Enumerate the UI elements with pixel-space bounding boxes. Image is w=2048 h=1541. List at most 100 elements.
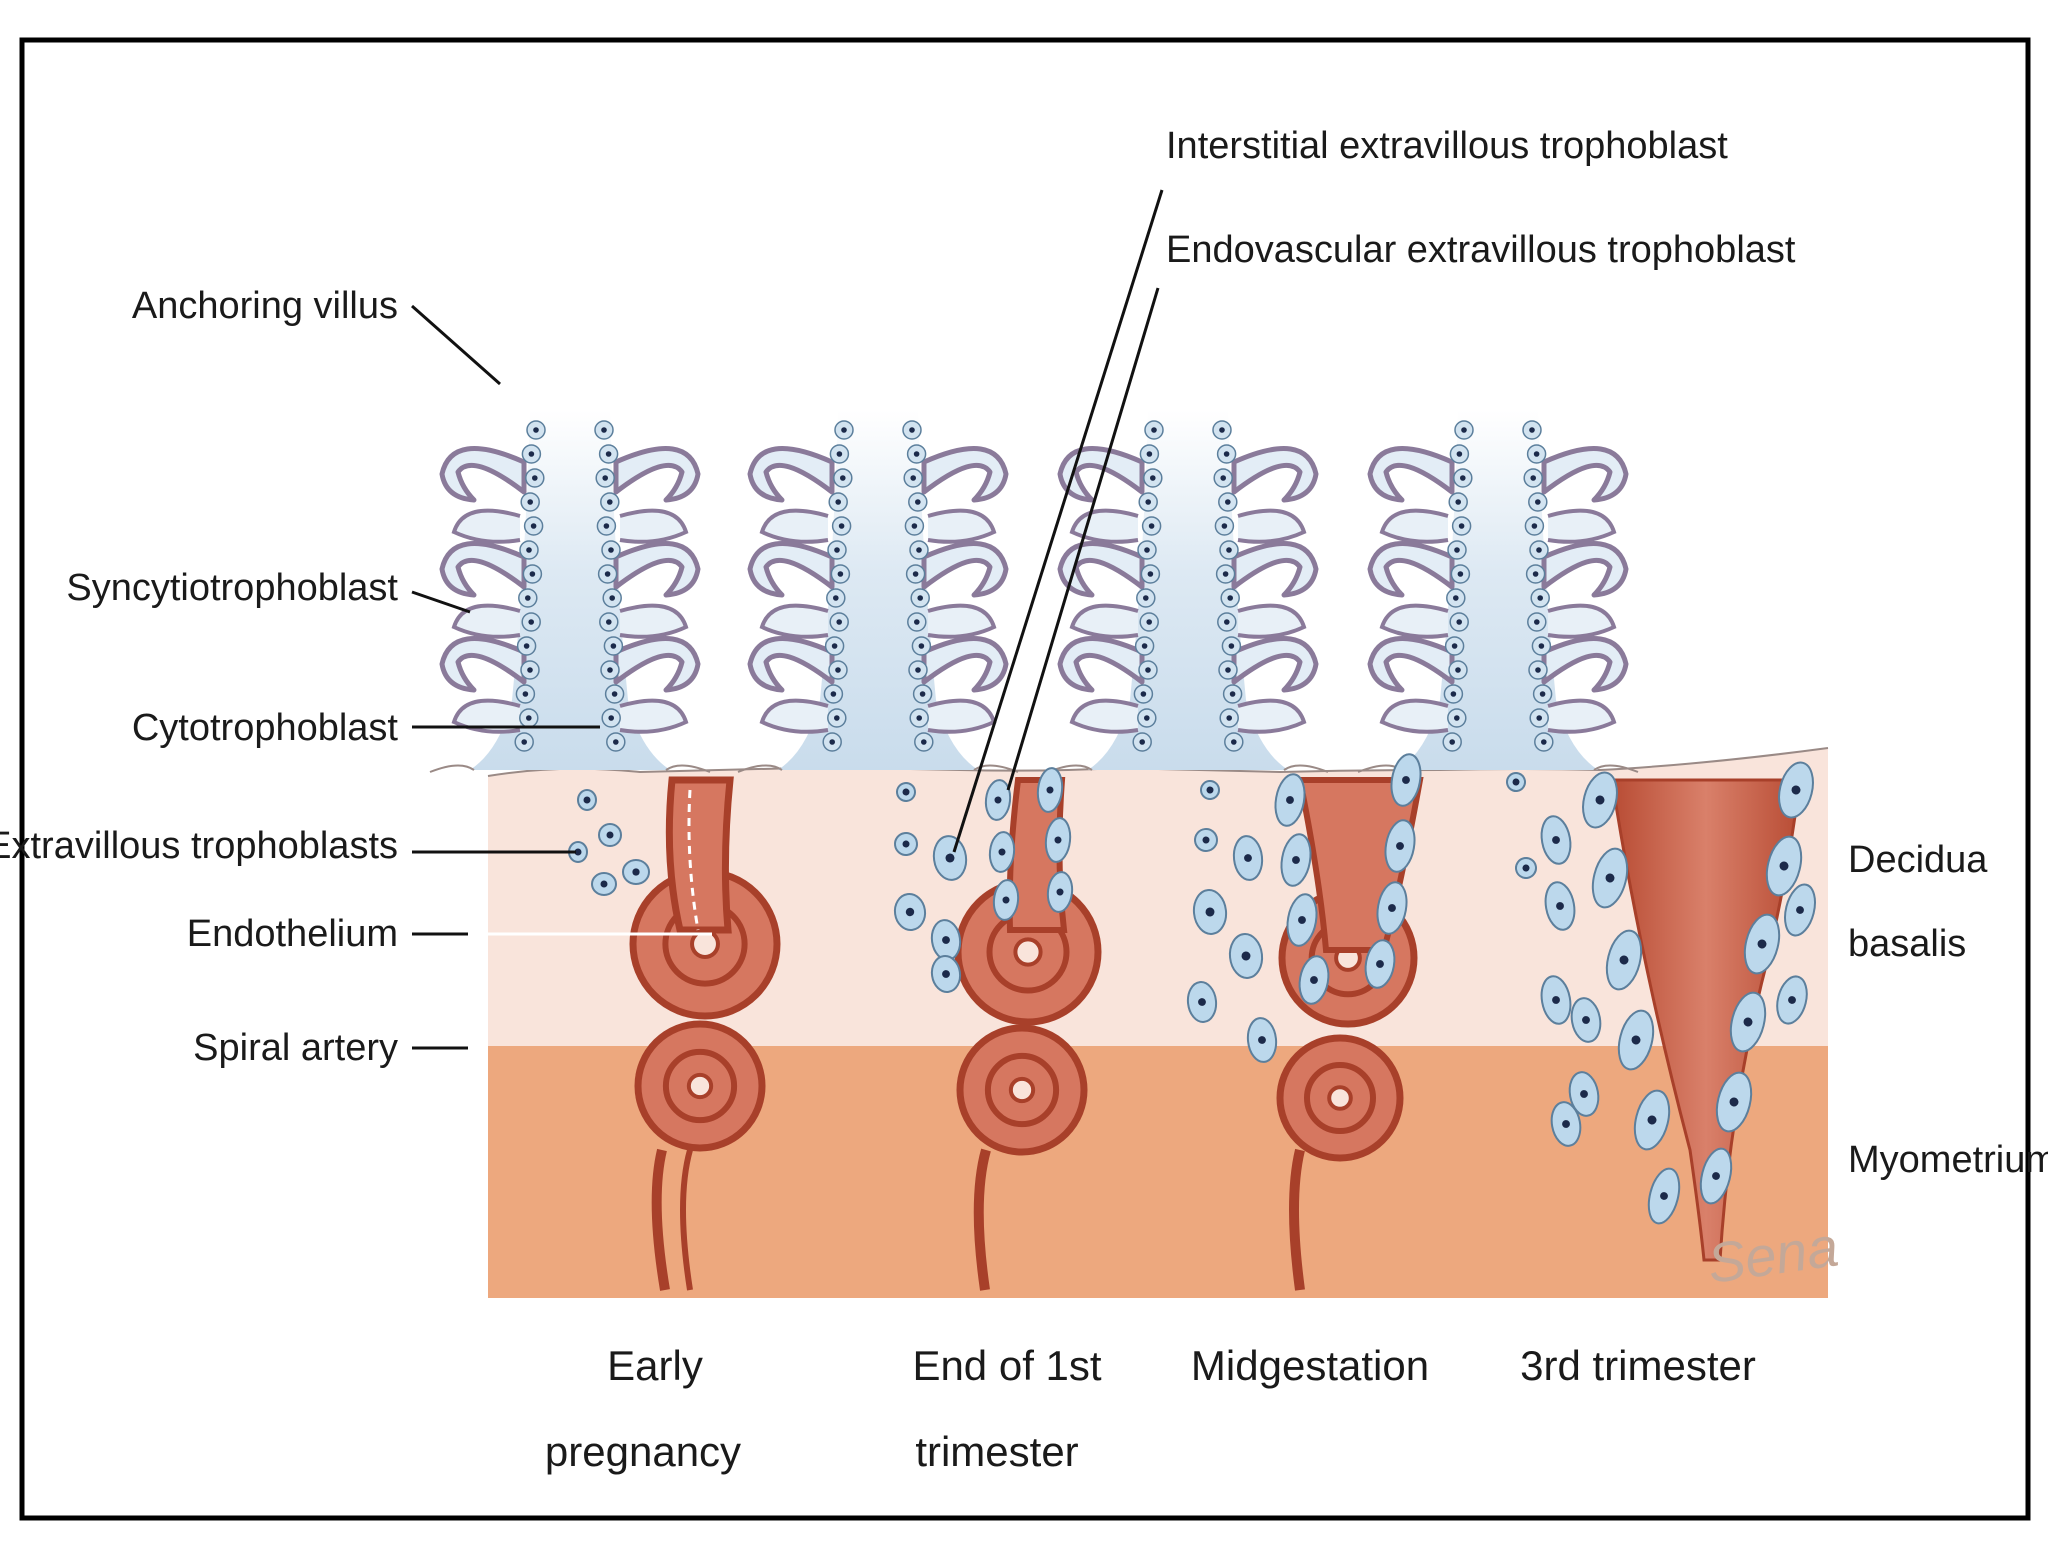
cell-nucleus (1224, 619, 1230, 625)
artery-stem (665, 776, 734, 934)
villus-branch (747, 541, 835, 598)
cell-nucleus (1151, 427, 1157, 433)
cell-nucleus (574, 848, 582, 856)
cell-nucleus (1522, 864, 1530, 872)
interstitial-trophoblast-cell (1200, 780, 1220, 800)
leader-interstitial (952, 189, 1164, 853)
cell-nucleus (834, 547, 840, 553)
cell-nucleus (909, 427, 915, 433)
cell-nucleus (1537, 595, 1543, 601)
stage-3-line1: Midgestation (1191, 1342, 1429, 1389)
interstitial-trophoblast-cell (932, 835, 968, 881)
villus-lobe (619, 508, 689, 544)
label-basalis: basalis (1848, 923, 1966, 965)
cell-nucleus (1286, 796, 1294, 804)
cell-nucleus (523, 643, 530, 649)
cell-nucleus (829, 739, 835, 745)
cell-nucleus (605, 451, 612, 457)
cell-nucleus (1791, 785, 1801, 795)
endovascular-trophoblast-cell (1044, 817, 1072, 863)
cell-nucleus (837, 571, 844, 577)
cell-nucleus (1757, 939, 1767, 949)
anchoring-villi (429, 410, 1639, 773)
interstitial-trophoblast-cell (1192, 889, 1228, 935)
cell-nucleus (1144, 547, 1150, 553)
cell-nucleus (1456, 619, 1462, 625)
cell-nucleus (1205, 907, 1215, 917)
decidua-basalis-layer (488, 748, 1828, 1048)
cell-nucleus (841, 427, 847, 433)
artery-tail (1289, 1148, 1305, 1291)
cell-nucleus (905, 907, 915, 917)
cell-nucleus (1402, 776, 1410, 784)
villus-branch (1057, 636, 1145, 693)
villus-lobe (1069, 698, 1139, 734)
villus-lobe (1237, 698, 1307, 734)
cell-nucleus (604, 571, 611, 577)
endovascular-trophoblast-cell (1776, 975, 1808, 1025)
endovascular-trophoblast-cell (1778, 761, 1814, 819)
villus-lobe (1379, 508, 1449, 544)
cell-nucleus (1595, 795, 1605, 805)
cell-nucleus (1743, 1017, 1753, 1027)
endovascular-trophoblast-cell (1715, 1071, 1753, 1133)
cell-nucleus (831, 643, 838, 649)
cell-nucleus (1788, 996, 1796, 1004)
cell-nucleus (921, 739, 927, 745)
villus-branch (1541, 636, 1629, 693)
cell-nucleus (522, 691, 529, 697)
interstitial-trophoblast-cell (1570, 997, 1602, 1043)
villus-lobe (1379, 603, 1449, 639)
villus-lobe (1069, 508, 1139, 544)
cell-nucleus (1529, 427, 1535, 433)
artery-remodelled-funnel (1610, 778, 1802, 1262)
cell-nucleus (1225, 499, 1231, 505)
cell-nucleus (1292, 856, 1300, 864)
endovascular-trophoblast-cell (1274, 773, 1306, 827)
endovascular-trophoblast-cell (1280, 833, 1312, 887)
spiral-artery-end-first (954, 777, 1102, 1291)
label-cytotrophoblast: Cytotrophoblast (132, 707, 399, 749)
cell-nucleus (600, 880, 608, 888)
cell-nucleus (608, 715, 614, 721)
cell-nucleus (1140, 691, 1147, 697)
cell-nucleus (1223, 451, 1230, 457)
cell-nucleus (1458, 523, 1465, 529)
endovascular-trophoblast-cell (1647, 1167, 1681, 1225)
villus-branch (921, 541, 1009, 598)
villus-lobe (927, 508, 997, 544)
interstitial-trophoblast-cell (1506, 772, 1526, 792)
cell-nucleus (945, 853, 955, 863)
endovascular-trophoblast-cell (1036, 767, 1064, 813)
interstitial-trophoblast-cell (1232, 835, 1264, 881)
interstitial-trophoblast-cell (1194, 828, 1218, 852)
cell-nucleus (912, 571, 919, 577)
stage-labels: Early pregnancy End of 1st trimester Mid… (545, 1342, 1756, 1475)
cell-nucleus (1244, 854, 1252, 862)
villus-branch (921, 446, 1009, 503)
cell-nucleus (1536, 715, 1542, 721)
stage-1-line2: pregnancy (545, 1428, 741, 1475)
endovascular-trophoblast-cell (1390, 753, 1422, 807)
artery-tail-2 (680, 1149, 693, 1291)
cell-nucleus (1539, 691, 1546, 697)
endovascular-trophoblast-cell (984, 779, 1012, 821)
cell-nucleus (1146, 619, 1152, 625)
cell-nucleus (1241, 951, 1251, 961)
extravillous-trophoblast-cell (598, 823, 622, 847)
cell-nucleus (1647, 1115, 1657, 1125)
anchoring-villus-4 (1357, 410, 1639, 773)
cell-nucleus (1206, 786, 1214, 794)
villus-lobe (619, 603, 689, 639)
cell-nucleus (914, 619, 920, 625)
label-endovascular-trophoblast: Endovascular extravillous trophoblast (1166, 229, 1796, 271)
villus-branch (439, 541, 527, 598)
interstitial-trophoblast-cell (896, 782, 916, 802)
cell-nucleus (601, 427, 607, 433)
cell-nucleus (834, 715, 840, 721)
extravillous-trophoblast-cell (577, 789, 597, 811)
cell-nucleus (1729, 1097, 1739, 1107)
cell-nucleus (606, 619, 612, 625)
cell-nucleus (902, 788, 910, 796)
cell-nucleus (527, 667, 533, 673)
